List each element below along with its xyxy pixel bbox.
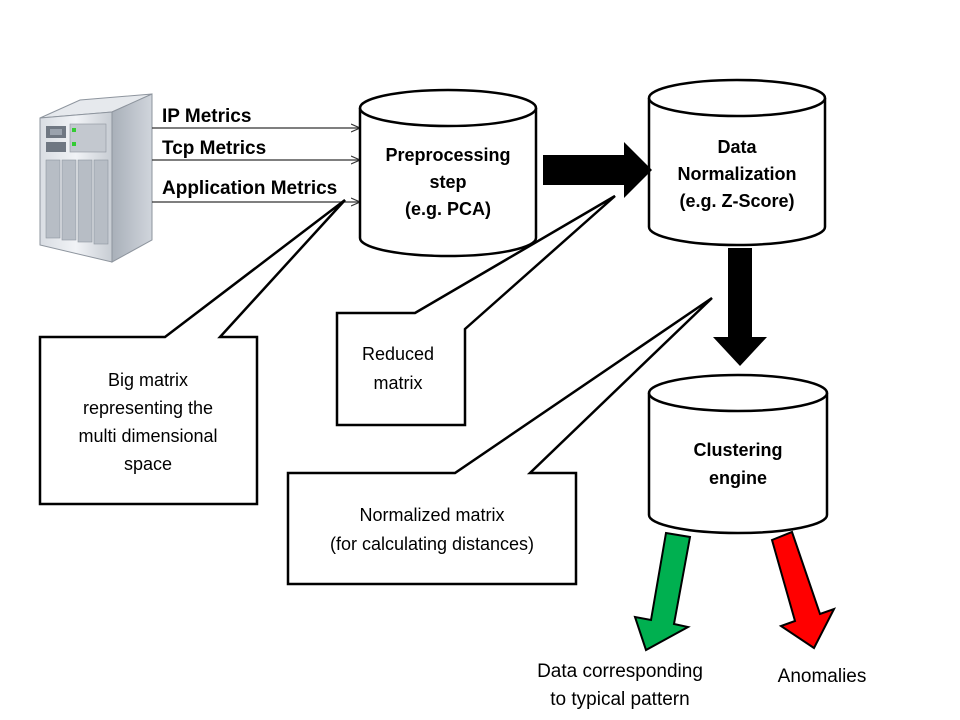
- preprocessing-label-1: Preprocessing: [385, 145, 510, 165]
- normalized-matrix-text-1: Normalized matrix: [359, 505, 504, 525]
- normalization-label-2: Normalization: [677, 164, 796, 184]
- big-matrix-callout: Big matrix representing the multi dimens…: [38, 199, 346, 506]
- anomaly-output-arrow: [770, 530, 837, 650]
- big-matrix-text-4: space: [124, 454, 172, 474]
- normalization-label-3: (e.g. Z-Score): [679, 191, 794, 211]
- preprocess-to-normalize-arrow: [543, 142, 652, 198]
- clustering-cylinder: Clustering engine: [647, 373, 829, 535]
- big-matrix-text-2: representing the: [83, 398, 213, 418]
- app-metrics-label: Application Metrics: [162, 178, 337, 199]
- clustering-label-1: Clustering: [693, 440, 782, 460]
- normalize-to-cluster-arrow: [713, 248, 767, 366]
- normalized-matrix-text-2: (for calculating distances): [330, 534, 534, 554]
- normalization-label-1: Data: [717, 137, 757, 157]
- preprocessing-label-2: step: [429, 172, 466, 192]
- reduced-matrix-text-1: Reduced: [362, 344, 434, 364]
- normalization-cylinder: Data Normalization (e.g. Z-Score): [647, 78, 827, 247]
- typical-output-label-1: Data corresponding: [537, 661, 703, 682]
- normalized-matrix-callout: Normalized matrix (for calculating dista…: [286, 296, 713, 586]
- reduced-matrix-text-2: matrix: [374, 373, 423, 393]
- tcp-metrics-label: Tcp Metrics: [162, 138, 266, 159]
- big-matrix-text-3: multi dimensional: [78, 426, 217, 446]
- preprocessing-label-3: (e.g. PCA): [405, 199, 491, 219]
- reduced-matrix-callout: Reduced matrix: [335, 194, 616, 427]
- clustering-label-2: engine: [709, 468, 767, 488]
- ip-metrics-label: IP Metrics: [162, 106, 251, 127]
- typical-output-arrow: [633, 531, 692, 652]
- preprocessing-cylinder: Preprocessing step (e.g. PCA): [358, 88, 538, 258]
- anomalies-label: Anomalies: [778, 666, 867, 687]
- big-matrix-text-1: Big matrix: [108, 370, 188, 390]
- typical-output-label-2: to typical pattern: [550, 689, 689, 710]
- server-icon: [39, 93, 153, 263]
